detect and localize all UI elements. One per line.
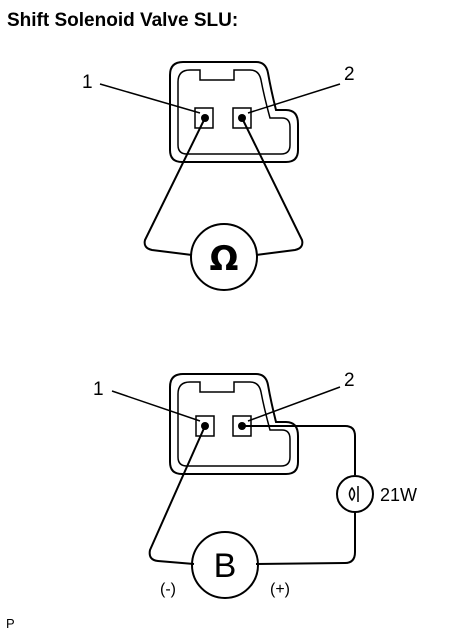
ohmmeter-check-diagram: 1 2 Ω [82, 61, 355, 291]
battery-icon: B [191, 531, 259, 599]
battery-symbol: B [214, 547, 237, 585]
pin-1-label-bottom: 1 [93, 379, 104, 400]
figure-code: P [6, 616, 15, 631]
diagram-title: Shift Solenoid Valve SLU: [7, 10, 238, 31]
pin-2-label-top: 2 [344, 64, 355, 85]
positive-polarity-label: (+) [270, 581, 290, 598]
connector-top [169, 61, 299, 163]
bulb-icon [336, 475, 374, 513]
pin-2-label-bottom: 2 [344, 370, 355, 391]
battery-lamp-check-diagram: 1 2 21W B (-) (+) [93, 370, 417, 599]
ohm-symbol: Ω [210, 239, 239, 279]
lamp-rating-label: 21W [380, 485, 417, 505]
negative-polarity-label: (-) [160, 581, 176, 598]
ohmmeter-icon: Ω [190, 223, 258, 291]
pin-1-label-top: 1 [82, 72, 93, 93]
connector-bottom [169, 373, 299, 475]
